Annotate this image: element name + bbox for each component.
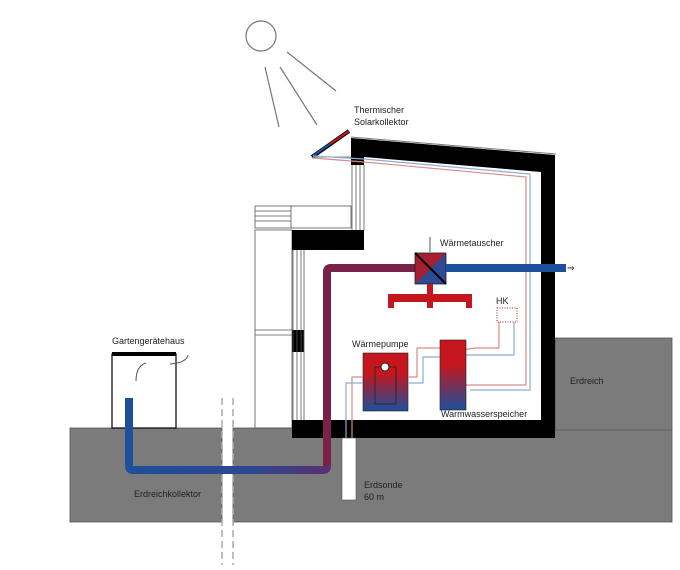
label-ground-collector: Erdreichkollektor [134, 489, 201, 499]
annex [254, 205, 352, 429]
heat-exchanger: ⇒ [388, 237, 575, 308]
solar-circuit [312, 155, 531, 391]
label-heat-exchanger: Wärmetauscher [440, 238, 504, 248]
earth-probe [341, 437, 357, 501]
label-probe-line2: 60 m [364, 492, 384, 502]
label-solar-line2: Solarkollektor [354, 117, 409, 127]
hot-water-tank [439, 339, 467, 411]
label-heat-pump: Wärmepumpe [352, 339, 409, 349]
sun-icon [245, 20, 337, 128]
label-hk: HK [496, 296, 509, 306]
garden-shed [111, 352, 189, 429]
label-garden-shed: Gartengerätehaus [112, 336, 185, 346]
solar-collector [310, 129, 351, 159]
label-hot-water-tank: Warmwasserspeicher [441, 409, 527, 419]
heat-pump [345, 347, 440, 500]
label-solar-line1: Thermischer [354, 105, 404, 115]
house [292, 136, 557, 438]
ground-collector-pipe-rise [323, 264, 415, 466]
radiator-hk [461, 307, 518, 356]
label-probe-line1: Erdsonde [364, 480, 403, 490]
ground [69, 337, 673, 565]
svg-text:⇒: ⇒ [567, 263, 575, 273]
label-ground: Erdreich [570, 376, 604, 386]
